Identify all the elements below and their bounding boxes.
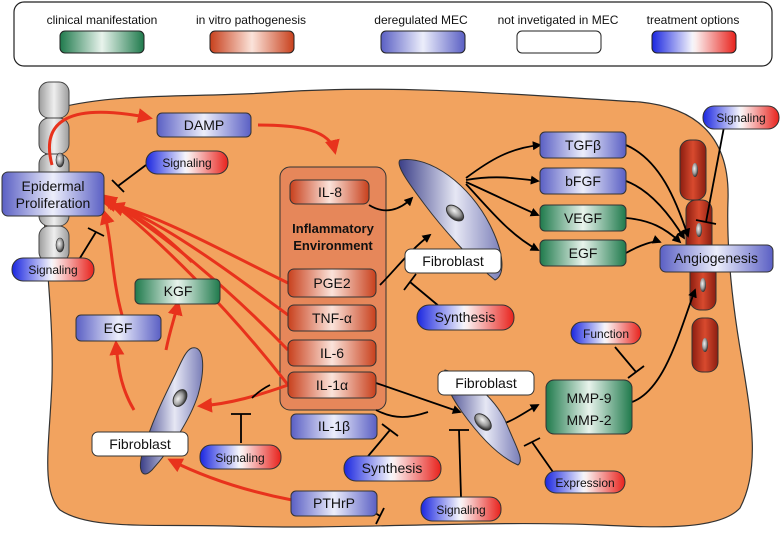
- fibroblast-left-label: Fibroblast: [109, 436, 171, 452]
- vegf-box: [539, 204, 627, 232]
- pge2-box: [287, 268, 377, 298]
- inflammatory-title-line1: Inflammatory: [292, 221, 374, 236]
- legend-swatch-invitro: [209, 30, 295, 54]
- node-boxes: DAMP Epidermal Proliferation IL-8 PGE2 T…: [1, 112, 774, 517]
- legend-swatch-none: [516, 30, 602, 54]
- signaling-epi-bottom-label: Signaling: [28, 263, 77, 277]
- damp-label: DAMP: [184, 117, 224, 133]
- tnfa-box: [287, 304, 377, 332]
- epidermal-proliferation-box: [1, 171, 105, 217]
- vegf-label: VEGF: [564, 210, 602, 226]
- signaling-fib-left-label: Signaling: [215, 451, 264, 465]
- legend-label-mec: deregulated MEC: [374, 13, 468, 27]
- il6-label: IL-6: [320, 345, 344, 361]
- fibroblast-top-box: [404, 248, 502, 274]
- function-mmp-pill: [570, 321, 642, 345]
- legend: clinical manifestation in vitro pathogen…: [13, 1, 773, 67]
- il8-box: [289, 179, 370, 205]
- fibroblast-top-label: Fibroblast: [422, 253, 484, 269]
- expression-mmp-label: Expression: [555, 476, 614, 490]
- mmp9-label: MMP-9: [566, 390, 611, 406]
- tnfa-label: TNF-α: [312, 310, 352, 326]
- legend-label-invitro: in vitro pathogenesis: [196, 13, 306, 27]
- function-mmp-label: Function: [583, 327, 629, 341]
- synthesis-fib-pill: [416, 304, 515, 331]
- il1b-box: [290, 413, 378, 440]
- signaling-epi-top-pill: [145, 150, 229, 175]
- egf-right-label: EGF: [569, 245, 598, 261]
- signaling-bottom-pill: [420, 496, 502, 522]
- legend-swatch-treatment: [651, 30, 737, 54]
- kgf-box: [134, 278, 221, 305]
- bfgf-box: [539, 167, 627, 195]
- angiogenesis-box: [659, 244, 774, 273]
- damp-box: [156, 112, 252, 138]
- il8-label: IL-8: [318, 184, 342, 200]
- pthrp-box: [290, 490, 378, 517]
- fibroblast-left-box: [91, 431, 189, 457]
- legend-label-treatment: treatment options: [647, 13, 740, 27]
- il1a-label: IL-1α: [316, 377, 348, 393]
- bfgf-label: bFGF: [565, 173, 601, 189]
- legend-label-none: not invetigated in MEC: [498, 13, 619, 27]
- tgfb-label: TGFβ: [565, 137, 601, 153]
- treatment-pills: Signaling Signaling Signaling Synthesis …: [11, 105, 780, 522]
- epidermal-proliferation-line1: Epidermal: [21, 178, 84, 194]
- pge2-label: PGE2: [313, 275, 351, 291]
- tgfb-box: [539, 131, 627, 159]
- legend-swatch-clinical: [59, 30, 145, 54]
- expression-mmp-pill: [544, 470, 626, 494]
- signaling-epi-bottom-pill: [11, 257, 95, 282]
- mmp-box: [545, 379, 633, 435]
- signaling-fib-left-pill: [199, 444, 282, 470]
- signaling-angio-pill: [702, 105, 780, 130]
- egf-left-label: EGF: [104, 320, 133, 336]
- kgf-label: KGF: [164, 283, 193, 299]
- legend-swatch-mec: [380, 30, 466, 54]
- fibroblast-mid-box: [437, 370, 535, 396]
- synthesis-bottom-label: Synthesis: [362, 460, 423, 476]
- synthesis-fib-label: Synthesis: [435, 309, 496, 325]
- signaling-bottom-label: Signaling: [436, 503, 485, 517]
- fibroblast-mid-label: Fibroblast: [455, 375, 517, 391]
- egf-left-box: [75, 314, 162, 342]
- il6-box: [287, 339, 377, 367]
- angiogenesis-label: Angiogenesis: [674, 250, 758, 266]
- legend-label-clinical: clinical manifestation: [47, 13, 158, 27]
- inflammatory-title-line2: Environment: [293, 238, 373, 253]
- synthesis-bottom-pill: [343, 455, 442, 482]
- mmp2-label: MMP-2: [566, 412, 611, 428]
- signaling-angio-label: Signaling: [716, 111, 765, 125]
- il1a-box: [287, 371, 377, 399]
- pthrp-label: PTHrP: [313, 495, 355, 511]
- il1b-label: IL-1β: [318, 418, 350, 434]
- egf-right-box: [539, 239, 627, 267]
- signaling-epi-top-label: Signaling: [162, 156, 211, 170]
- epidermal-proliferation-line2: Proliferation: [16, 195, 91, 211]
